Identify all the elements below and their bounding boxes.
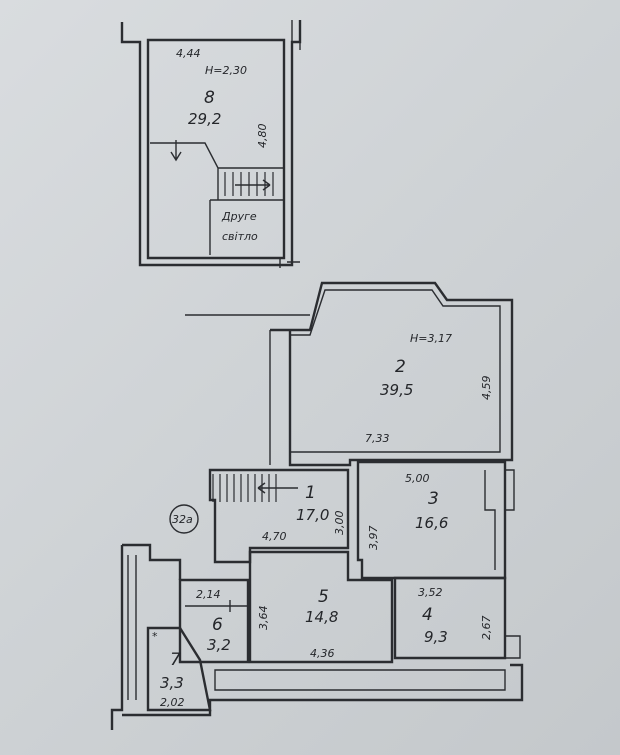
upper-floor-outline [120, 20, 302, 267]
room-1-number: 1 [305, 483, 316, 503]
room-6-width-label: 2,14 [196, 588, 221, 601]
room-3-window [505, 469, 515, 511]
room-6-walls [178, 578, 250, 664]
room-4-area: 9,3 [424, 628, 448, 646]
room-2-walls [270, 281, 514, 467]
room-5-area: 14,8 [305, 608, 338, 626]
room-7-area: 3,3 [160, 674, 184, 692]
room-2-depth-label: 4,59 [480, 376, 493, 401]
room-3-walls [356, 460, 507, 580]
room-5-number: 5 [318, 587, 329, 607]
room-6-door [185, 600, 248, 612]
room-1-width-label: 4,70 [262, 530, 287, 543]
room-3-width-label: 5,00 [405, 472, 430, 485]
room-3-depth-label: 3,97 [367, 526, 380, 551]
room-5-depth-label: 3,64 [257, 606, 270, 631]
corridor-top-wall [185, 314, 310, 465]
room-1-area: 17,0 [296, 506, 329, 524]
left-window [127, 555, 137, 700]
room-4-depth-label: 2,67 [480, 616, 493, 641]
room-1-depth-label: 3,00 [333, 511, 346, 536]
main-floor-height-label: H=3,17 [410, 332, 452, 345]
second-light-label-line2: світло [222, 230, 258, 243]
apartment-number-circle [169, 504, 199, 534]
outer-shell [110, 543, 524, 730]
down-arrow [170, 140, 182, 162]
apartment-number: 32а [172, 513, 193, 526]
main-floor-plan: H=3,17 2 39,5 4,59 7,33 1 17,0 3,00 4,70… [110, 281, 524, 730]
upper-floor-bottom-tick [279, 258, 300, 268]
room-2-inner-line [290, 289, 501, 453]
room-7-walls [146, 626, 212, 712]
room-8-area: 29,2 [188, 110, 221, 128]
upper-floor-plan: 4,44 H=2,30 8 29,2 4,80 Друге світло [120, 20, 302, 268]
room-3-inner-line [484, 470, 496, 570]
room-5-walls [248, 550, 394, 664]
room-7-width-label: 2,02 [160, 696, 185, 709]
second-light-label-line1: Друге [221, 210, 257, 223]
room-6-number: 6 [212, 615, 223, 635]
room-2-area: 39,5 [380, 381, 413, 399]
room-3-number: 3 [428, 489, 439, 509]
room-2-number: 2 [395, 357, 406, 377]
room-4-number: 4 [422, 605, 433, 625]
room-8-width-label: 4,44 [176, 47, 201, 60]
room-8-height-label: H=2,30 [205, 64, 247, 77]
room-7-star: * [152, 630, 158, 643]
balcony-line [214, 669, 506, 691]
stair-landing-wall [150, 142, 284, 255]
stair-treads [224, 172, 274, 196]
room-3-area: 16,6 [415, 514, 448, 532]
upper-floor-inner-wall [146, 38, 286, 260]
room-4-width-label: 3,52 [418, 586, 443, 599]
room-5-width-label: 4,36 [310, 647, 335, 660]
room-6-area: 3,2 [207, 636, 231, 654]
main-stair-arrow [257, 482, 298, 494]
room-8-length-label: 4,80 [256, 124, 269, 149]
upper-floor-window [291, 20, 301, 50]
room-7-number: 7 [170, 650, 181, 670]
stair-arrow [235, 179, 271, 191]
room-4-window [505, 635, 521, 659]
room-8-number: 8 [204, 88, 215, 108]
room-2-width-label: 7,33 [365, 432, 390, 445]
